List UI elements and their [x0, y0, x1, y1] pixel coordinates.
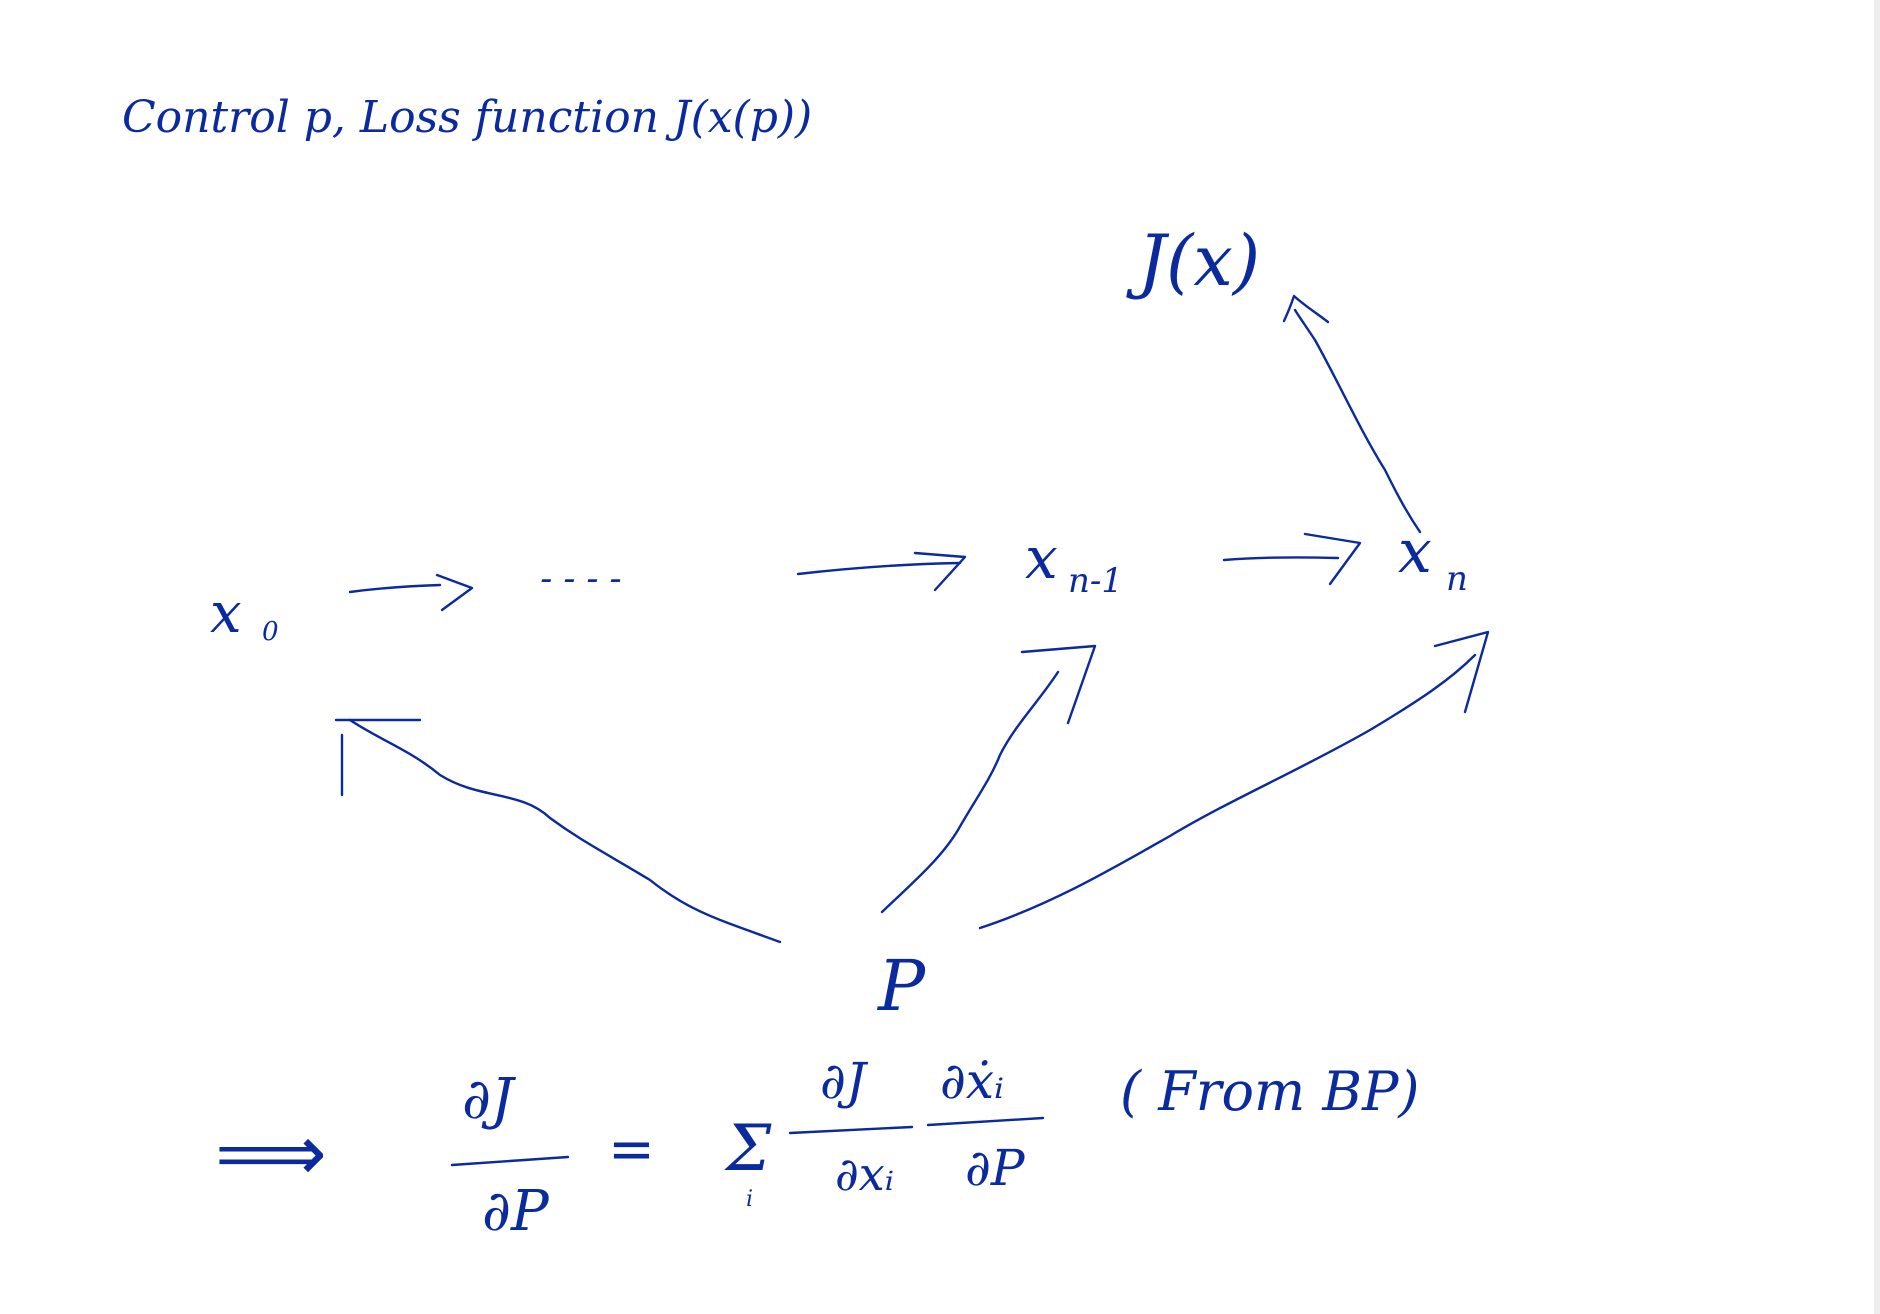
title-text: Control p, Loss function J(x(p)) [122, 92, 812, 143]
lhs-fraction-bar [450, 1155, 570, 1167]
node-x0-subscript: 0 [262, 617, 279, 647]
node-x0-symbol: x [210, 581, 242, 646]
arrow-p-to-x0 [334, 718, 782, 944]
arrow-xn-1-to-xn [1222, 532, 1362, 586]
equals-sign: = [608, 1117, 655, 1182]
node-xn-symbol: x [1398, 517, 1432, 587]
arrow-p-to-xn [978, 630, 1490, 930]
lhs-numerator: ∂J [462, 1067, 517, 1132]
node-xn-1-symbol: x [1025, 524, 1058, 592]
formula-note: ( From BP) [1120, 1060, 1419, 1123]
term1-fraction-bar [788, 1125, 914, 1135]
sum-symbol: Σ [724, 1112, 772, 1186]
sum-index: i [746, 1187, 753, 1212]
term2-numerator: ∂ẋᵢ [940, 1052, 1004, 1110]
node-xn-1: x n-1 [1025, 524, 1123, 601]
lhs-denominator: ∂P [482, 1179, 550, 1244]
canvas-edge [1874, 0, 1880, 1314]
arrow-p-to-xn-1 [880, 644, 1097, 914]
node-xn-subscript: n [1446, 559, 1468, 599]
node-x0: x 0 [210, 581, 279, 647]
ellipsis-dashes: - - - - [540, 559, 622, 599]
term2-fraction-bar [926, 1116, 1045, 1127]
arrow-chain-to-xn-1 [796, 551, 967, 592]
term1-numerator: ∂J [820, 1052, 869, 1110]
node-xn-1-subscript: n-1 [1068, 561, 1123, 601]
gradient-formula: ⟹ ∂J ∂P = Σ i ∂J ∂xᵢ ∂ẋᵢ ∂P ( From BP) [215, 1052, 1419, 1244]
term1-denominator: ∂xᵢ [835, 1147, 894, 1201]
node-jx: J(x) [1126, 220, 1260, 302]
term2-denominator: ∂P [965, 1139, 1026, 1197]
implies-arrow: ⟹ [215, 1109, 327, 1199]
node-xn: x n [1398, 517, 1468, 599]
arrow-xn-to-jx [1282, 294, 1422, 534]
node-p: P [876, 945, 927, 1027]
arrow-x0-to-chain [348, 573, 474, 612]
